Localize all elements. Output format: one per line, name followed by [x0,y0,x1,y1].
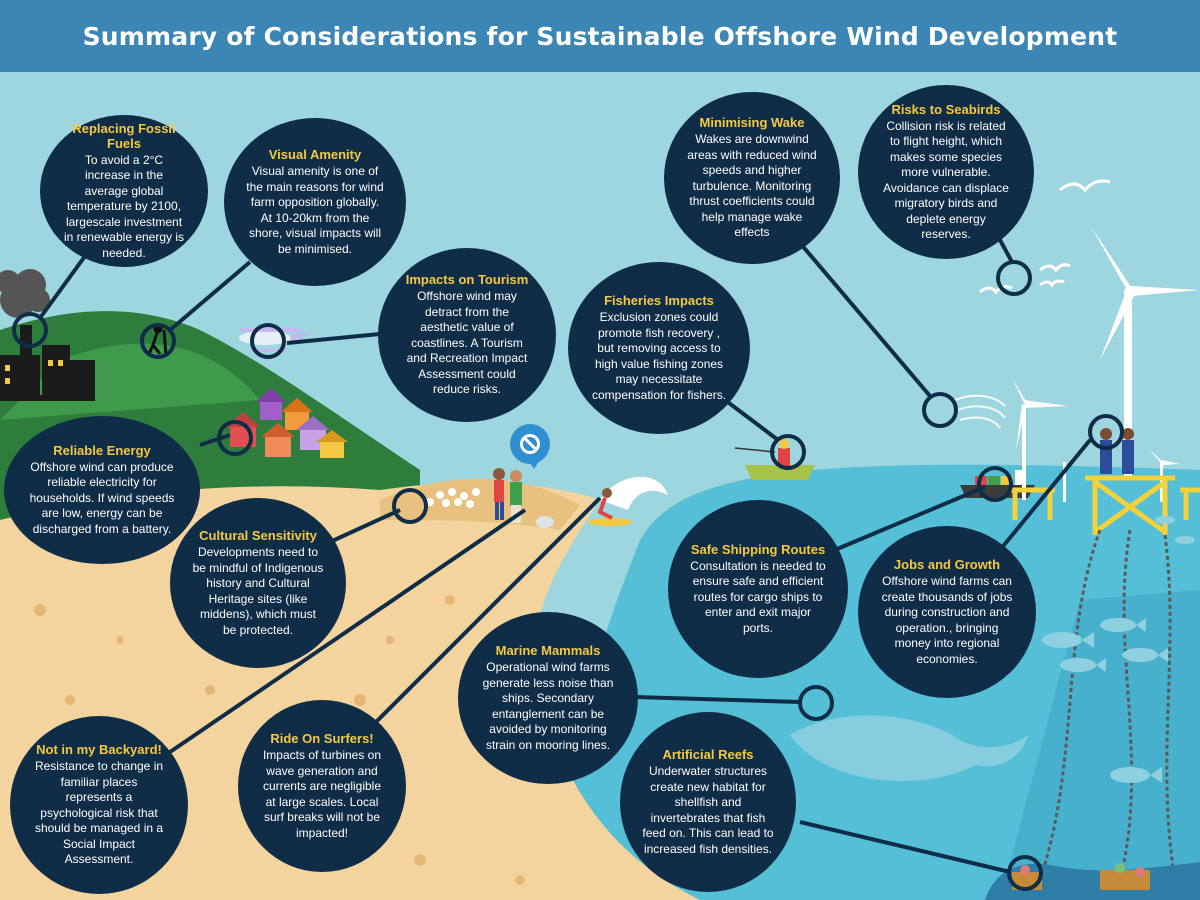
page-title: Summary of Considerations for Sustainabl… [82,21,1118,51]
header-banner: Summary of Considerations for Sustainabl… [0,0,1200,72]
mooring-lines [1038,529,1177,881]
reef-icon [985,862,1200,900]
bubble-title: Visual Amenity [268,147,362,162]
bubble-title: Ride On Surfers! [270,731,374,746]
no-sign-icon [510,424,550,469]
bubble-text: Operational wind farms generate less noi… [482,660,614,752]
bubble-fisheries-impacts: Fisheries Impacts Exclusion zones could … [568,262,750,434]
bubble-cultural-sensitivity: Cultural Sensitivity Developments need t… [170,498,346,668]
bubble-text: Developments need to be mindful of Indig… [192,545,324,637]
bubble-ride-on-surfers: Ride On Surfers! Impacts of turbines on … [238,700,406,872]
bubble-reliable-energy: Reliable Energy Offshore wind can produc… [4,416,200,564]
bubble-title: Cultural Sensitivity [199,528,317,543]
bubble-title: Not in my Backyard! [36,742,162,758]
seagull-icon [979,179,1111,295]
bubble-minimising-wake: Minimising Wake Wakes are downwind areas… [664,92,840,264]
bubble-text: Offshore wind farms can create thousands… [881,574,1013,666]
bubble-text: To avoid a 2°C increase in the average g… [63,152,185,260]
bubble-text: Collision risk is related to flight heig… [883,118,1009,242]
smoke [0,269,50,318]
bubble-title: Artificial Reefs [662,747,754,762]
bubble-text: Visual amenity is one of the main reason… [246,164,384,256]
whale-icon [790,715,1028,782]
bubble-impacts-on-tourism: Impacts on Tourism Offshore wind may det… [378,248,556,422]
bubble-title: Reliable Energy [53,442,151,458]
wake-swirl-icon [954,394,1006,429]
connector-lines [38,239,1092,874]
bubble-title: Minimising Wake [699,115,805,131]
bubble-text: Exclusion zones could promote fish recov… [591,310,727,402]
bubble-text: Offshore wind may detract from the aesth… [406,289,528,397]
bubble-title: Replacing Fossil Fuels [72,120,176,151]
bubble-risks-to-seabirds: Risks to Seabirds Collision risk is rela… [858,85,1034,259]
bubble-title: Risks to Seabirds [891,101,1001,117]
bubble-artificial-reefs: Artificial Reefs Underwater structures c… [620,712,796,892]
bubble-title: Safe Shipping Routes [690,541,826,557]
bubble-not-in-my-backyard: Not in my Backyard! Resistance to change… [10,716,188,894]
bubble-text: Underwater structures create new habitat… [642,764,774,856]
bubble-visual-amenity: Visual Amenity Visual amenity is one of … [224,118,406,286]
bubble-marine-mammals: Marine Mammals Operational wind farms ge… [458,612,638,784]
bubble-title: Impacts on Tourism [405,272,529,288]
shell-icon [426,488,480,508]
bubble-text: Consultation is needed to ensure safe an… [690,558,826,635]
bubble-replacing-fossil-fuels: Replacing Fossil Fuels To avoid a 2°C in… [40,115,208,267]
bubble-title: Marine Mammals [495,643,601,658]
bubble-title: Fisheries Impacts [604,293,714,308]
factory-icon [0,325,95,401]
bubble-text: Offshore wind can produce reliable elect… [29,459,175,536]
bubble-text: Wakes are downwind areas with reduced wi… [687,132,817,240]
wind-turbine-icon [1012,225,1200,502]
fish-icon [1042,516,1195,783]
icon-rings [12,260,1124,891]
bubble-title: Jobs and Growth [893,557,1001,572]
bubble-text: Impacts of turbines on wave generation a… [262,748,382,840]
bubble-jobs-and-growth: Jobs and Growth Offshore wind farms can … [858,526,1036,698]
bubble-text: Resistance to change in familiar places … [34,759,164,867]
surfer-icon [588,476,668,526]
fishing-boat-icon [734,439,815,480]
bubble-safe-shipping-routes: Safe Shipping Routes Consultation is nee… [668,500,848,678]
